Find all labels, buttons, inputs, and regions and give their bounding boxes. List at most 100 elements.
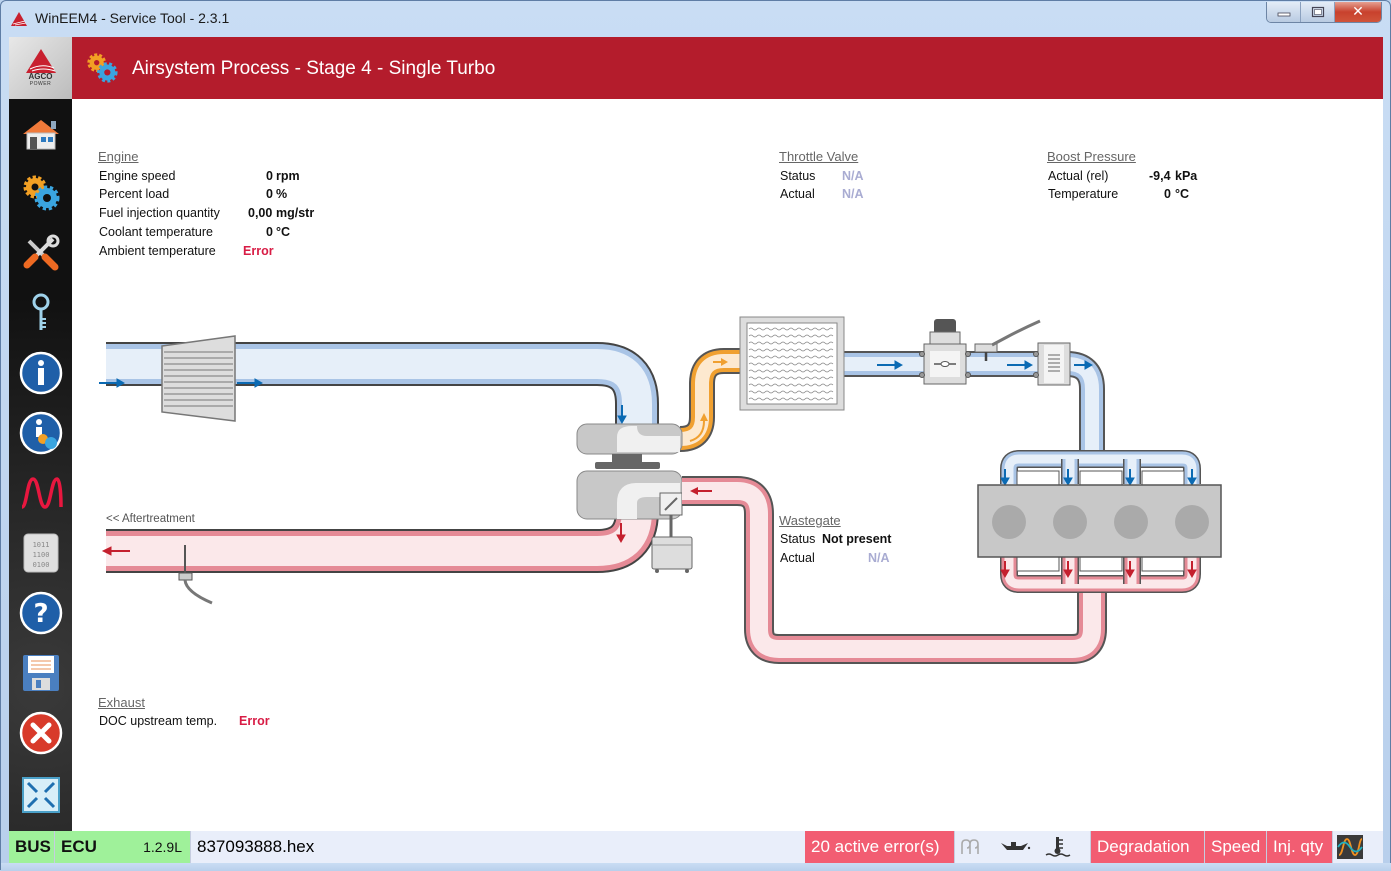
agco-triangle-icon	[25, 49, 56, 73]
engine-speed-unit: rpm	[276, 169, 300, 183]
sidebar-item-tools[interactable]	[19, 231, 63, 275]
fuel-injection-unit: mg/str	[276, 206, 315, 220]
mass-air-flow-sensor	[1033, 342, 1071, 386]
exhaust-section-title: Exhaust	[98, 695, 145, 710]
glow-plug-icon[interactable]	[959, 838, 985, 856]
boost-temp-unit: °C	[1175, 187, 1190, 201]
svg-text:1100: 1100	[33, 551, 50, 559]
info-icon	[19, 351, 63, 395]
window-bottom-frame	[1, 863, 1391, 871]
waveform-icon	[20, 477, 63, 509]
window-controls: ✕	[1266, 2, 1382, 23]
boost-actual-value: -9,4	[1149, 169, 1171, 183]
ambient-temp-value: Error	[243, 244, 274, 258]
sidebar-item-binary[interactable]: 1011 1100 0100	[19, 531, 63, 575]
ecu-version: 1.2.9L	[143, 839, 182, 855]
sidebar: AGCO POWER	[9, 37, 72, 831]
boost-flow-arrows	[877, 360, 1094, 370]
engine-speed-label: Engine speed	[99, 169, 176, 183]
indicator-icons	[955, 831, 1091, 863]
boost-actual-unit: kPa	[1175, 169, 1198, 183]
close-button[interactable]: ✕	[1335, 2, 1381, 22]
wrench-screwdriver-icon	[23, 234, 60, 271]
throttle-actual-label: Actual	[780, 187, 815, 201]
exhaust-manifold-pipe	[682, 476, 1107, 664]
speed-indicator[interactable]: Speed	[1205, 831, 1267, 863]
wastegate-actual-label: Actual	[780, 551, 815, 565]
ambient-temp-label: Ambient temperature	[99, 244, 216, 258]
boost-pipe	[842, 351, 1105, 459]
minimize-icon	[1277, 12, 1290, 17]
fuel-injection-value: 0,00	[248, 206, 273, 220]
logo-text: AGCO	[28, 72, 53, 81]
page-header: Airsystem Process - Stage 4 - Single Tur…	[72, 37, 1383, 99]
minimize-button[interactable]	[1267, 2, 1301, 22]
engine-block	[977, 484, 1222, 558]
boost-temp-value: 0	[1164, 187, 1171, 201]
svg-text:1011: 1011	[33, 541, 50, 549]
sidebar-item-ecu-info[interactable]	[19, 411, 63, 455]
sidebar-item-measurement[interactable]	[19, 471, 63, 515]
air-filter	[161, 335, 236, 422]
inj-qty-indicator[interactable]: Inj. qty	[1267, 831, 1333, 863]
fuel-injection-label: Fuel injection quantity	[99, 206, 220, 220]
status-bar: BUS ECU 1.2.9L 837093888.hex 20 active e…	[9, 831, 1383, 863]
sidebar-item-help[interactable]: ?	[19, 591, 63, 635]
bus-status[interactable]: BUS	[9, 831, 55, 863]
sidebar-item-fullscreen[interactable]	[19, 773, 63, 817]
active-errors-button[interactable]: 20 active error(s)	[805, 831, 955, 863]
window-title: WinEEM4 - Service Tool - 2.3.1	[35, 10, 230, 26]
exhaust-flow-arrows	[101, 523, 626, 556]
sidebar-item-processes[interactable]	[19, 171, 63, 215]
close-circle-icon	[19, 711, 63, 755]
file-name: 837093888.hex	[197, 837, 315, 856]
boost-actual-label: Actual (rel)	[1048, 169, 1109, 183]
throttle-actual-value: N/A	[842, 187, 864, 201]
ecu-status[interactable]: ECU 1.2.9L	[55, 831, 191, 863]
coolant-temp-label: Coolant temperature	[99, 225, 213, 239]
key-icon	[32, 293, 50, 330]
charge-air-pipe	[679, 348, 740, 452]
svg-text:0100: 0100	[33, 561, 50, 569]
aftertreatment-label[interactable]: << Aftertreatment	[106, 513, 195, 525]
maximize-icon	[1311, 6, 1324, 18]
oscilloscope-button[interactable]	[1333, 831, 1367, 863]
sidebar-item-exit[interactable]	[19, 711, 63, 755]
degradation-indicator[interactable]: Degradation	[1091, 831, 1205, 863]
oil-can-icon[interactable]	[999, 838, 1031, 856]
turbocharger	[576, 423, 683, 520]
wastegate-status-label: Status	[780, 532, 816, 546]
exhaust-manifold	[1000, 556, 1201, 593]
boost-section-title: Boost Pressure	[1047, 149, 1136, 164]
logo-subtext: POWER	[29, 81, 52, 87]
intercooler	[739, 316, 845, 411]
sidebar-item-access[interactable]	[19, 291, 63, 335]
coolant-temp-unit: °C	[276, 225, 291, 239]
client-area: AGCO POWER	[9, 37, 1383, 831]
main-content: << Aftertreatment Engine Engine speed 0 …	[72, 99, 1383, 831]
coolant-temp-icon[interactable]	[1045, 836, 1071, 858]
agco-logo-icon	[11, 12, 27, 26]
binary-icon: 1011 1100 0100	[23, 533, 59, 573]
maximize-button[interactable]	[1301, 2, 1335, 22]
intake-flow-arrows	[99, 378, 627, 425]
throttle-status-value: N/A	[842, 169, 864, 183]
gears-icon	[23, 175, 60, 211]
svg-text:?: ?	[33, 599, 48, 629]
floppy-icon	[23, 655, 59, 691]
sidebar-item-info[interactable]	[19, 351, 63, 395]
sidebar-item-save[interactable]	[19, 651, 63, 695]
engine-section-title: Engine	[98, 149, 139, 164]
sidebar-item-home[interactable]	[19, 113, 63, 157]
info-gear-icon	[19, 411, 63, 455]
ecu-label: ECU	[61, 837, 97, 856]
home-icon	[23, 120, 59, 150]
doc-temp-value: Error	[239, 714, 270, 728]
coolant-temp-value: 0	[266, 225, 273, 239]
intake-pipe	[106, 342, 659, 429]
wastegate-actuator	[651, 515, 693, 573]
wastegate-section-title: Wastegate	[779, 513, 841, 528]
engine-speed-value: 0	[266, 169, 273, 183]
percent-load-unit: %	[276, 187, 288, 201]
